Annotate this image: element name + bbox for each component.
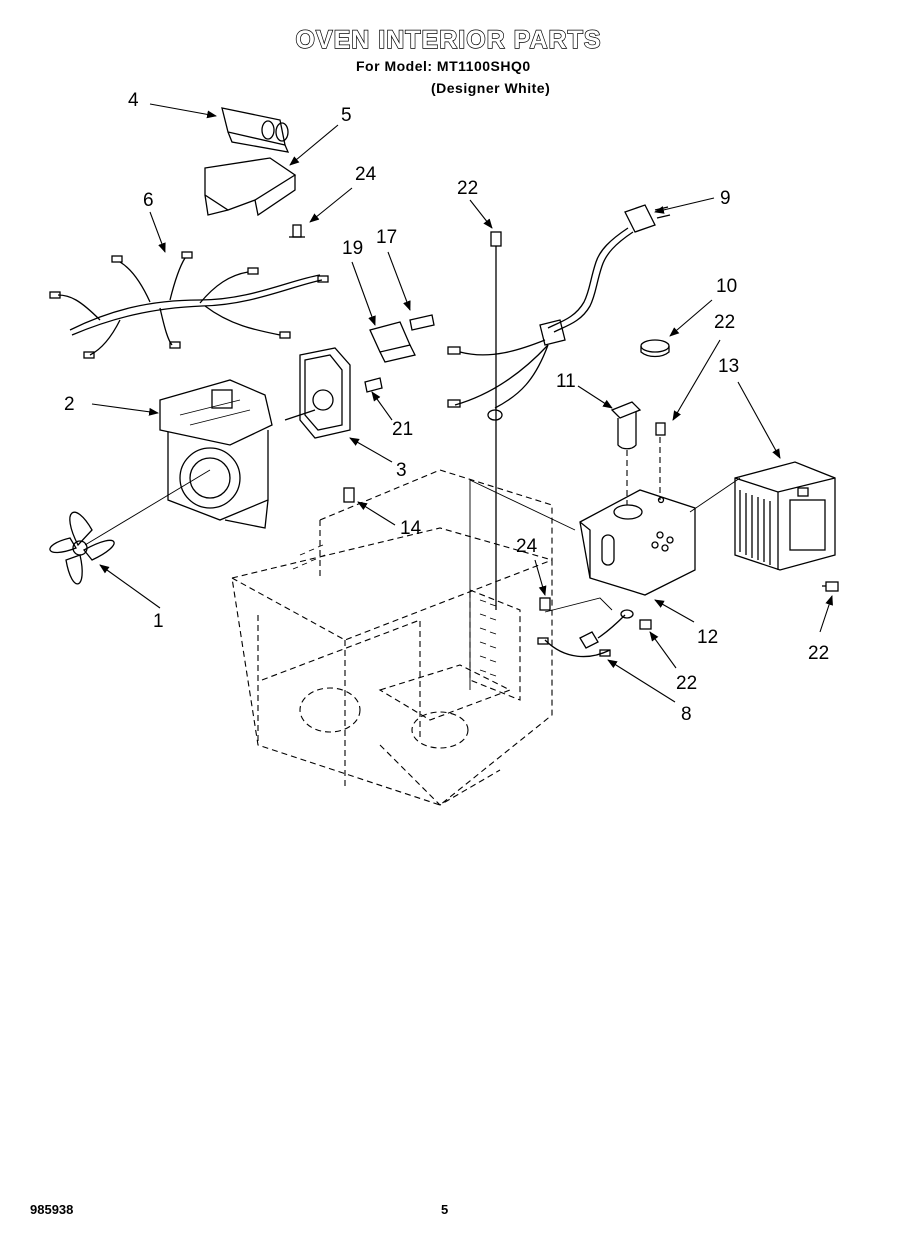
fan-motor-bracket-part	[159, 379, 273, 529]
page-title: OVEN INTERIOR PARTS	[295, 25, 602, 54]
capacitor-part	[221, 107, 290, 153]
callout-17: 17	[376, 227, 397, 248]
power-cord-part	[447, 204, 671, 421]
callout-labels: 4 5 24 6 22 9 19 17 10 22 13 11 2 21 3 1…	[64, 90, 829, 725]
callout-11: 11	[556, 371, 576, 392]
screw-part	[639, 619, 652, 630]
document-number: 985938	[30, 1202, 74, 1217]
callout-22: 22	[676, 673, 697, 694]
callout-19: 19	[342, 238, 363, 259]
thermostat-part	[640, 339, 670, 358]
screw-part	[364, 377, 383, 393]
callout-8: 8	[681, 704, 692, 725]
callout-24: 24	[355, 164, 377, 185]
harness-part	[537, 597, 634, 658]
capacitor-bracket-part	[204, 157, 297, 217]
callout-21: 21	[392, 419, 413, 440]
model-line: For Model: MT1100SHQ0	[356, 58, 531, 74]
callout-22: 22	[808, 643, 829, 664]
mounting-plate-part	[469, 479, 696, 690]
screw-part	[289, 224, 305, 238]
leader-lines	[91, 103, 833, 703]
screw-part	[822, 581, 839, 592]
connector-part	[343, 487, 355, 503]
page-number: 5	[441, 1202, 449, 1217]
callout-10: 10	[716, 276, 737, 297]
callout-5: 5	[341, 105, 352, 126]
fuse-holder-part	[369, 321, 416, 363]
callout-12: 12	[697, 627, 718, 648]
callout-24: 24	[516, 536, 538, 557]
magnetron-part	[689, 461, 836, 571]
callout-9: 9	[720, 188, 731, 209]
callout-1: 1	[153, 611, 164, 632]
callout-6: 6	[143, 190, 154, 211]
callout-22: 22	[457, 178, 478, 199]
callout-3: 3	[396, 460, 407, 481]
callout-4: 4	[128, 90, 139, 111]
screw-part	[539, 597, 551, 611]
callout-22: 22	[714, 312, 735, 333]
fuse-part	[409, 314, 435, 331]
variant-line: (Designer White)	[431, 80, 551, 96]
screw-part	[490, 231, 502, 610]
screw-part	[655, 422, 666, 500]
thermal-cutout-part	[610, 401, 642, 505]
oven-cavity-outline	[231, 469, 553, 806]
callout-13: 13	[718, 356, 739, 377]
wire-harness-part	[49, 251, 329, 359]
fan-motor-part	[284, 347, 351, 439]
callout-14: 14	[400, 518, 422, 539]
fan-blade-part	[49, 469, 211, 585]
callout-2: 2	[64, 394, 75, 415]
